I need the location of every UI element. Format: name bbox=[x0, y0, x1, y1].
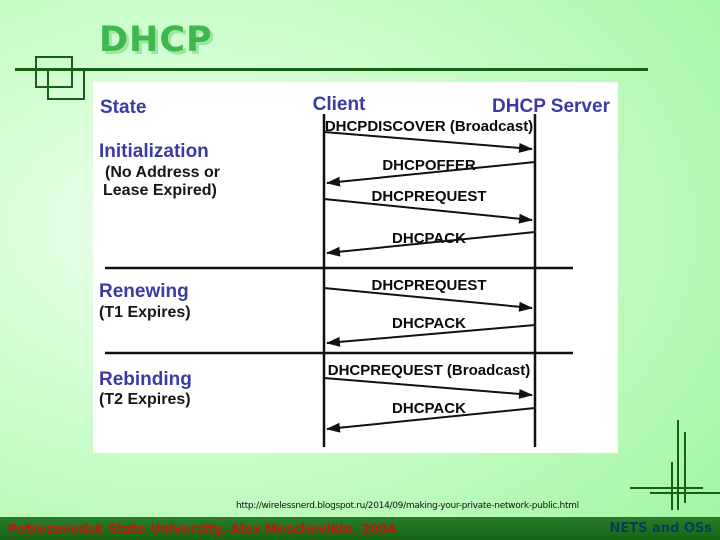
diagram-panel: State Client DHCP Server Initialization … bbox=[93, 82, 618, 453]
message-label: DHCPDISCOVER (Broadcast) bbox=[325, 118, 533, 135]
decorative-square-icon bbox=[35, 56, 73, 88]
column-header-server: DHCP Server bbox=[492, 96, 611, 117]
state-note-line: (No Address or bbox=[105, 164, 220, 181]
message-arrow-server-to-client bbox=[326, 407, 536, 433]
source-url-caption: http://wirelessnerd.blogspot.ru/2014/09/… bbox=[236, 501, 579, 511]
message-label: DHCPACK bbox=[392, 400, 466, 417]
title-underline bbox=[15, 68, 648, 71]
message-arrow-server-to-client bbox=[326, 324, 536, 347]
slide-title: DHCP bbox=[99, 20, 213, 60]
state-note-line: Lease Expired) bbox=[103, 182, 217, 199]
message-label: DHCPOFFER bbox=[382, 157, 476, 174]
message-label: DHCPREQUEST (Broadcast) bbox=[328, 362, 531, 379]
footer-university-credit: Petrozavodsk State University, Alex Mosc… bbox=[8, 521, 397, 536]
state-label: Rebinding bbox=[99, 369, 192, 390]
decorative-square-icon bbox=[47, 68, 85, 100]
message-label: DHCPREQUEST bbox=[371, 188, 486, 205]
message-label: DHCPACK bbox=[392, 230, 466, 247]
message-arrow-client-to-server bbox=[323, 287, 533, 312]
state-label: Renewing bbox=[99, 281, 189, 302]
state-label: Initialization bbox=[99, 141, 209, 162]
state-note-line: (T1 Expires) bbox=[99, 304, 191, 321]
message-arrow-server-to-client bbox=[326, 161, 536, 187]
column-header-state: State bbox=[100, 97, 146, 118]
state-note-line: (T2 Expires) bbox=[99, 391, 191, 408]
column-header-client: Client bbox=[313, 94, 366, 115]
message-arrow-client-to-server bbox=[323, 131, 533, 153]
message-arrow-client-to-server bbox=[323, 198, 533, 224]
message-arrow-server-to-client bbox=[326, 231, 536, 257]
dhcp-sequence-diagram: State Client DHCP Server Initialization … bbox=[99, 94, 611, 447]
footer-bar: Petrozavodsk State University, Alex Mosc… bbox=[0, 517, 720, 540]
decorative-crosshair-lines bbox=[630, 420, 720, 510]
footer-course-name: NETS and OSs bbox=[609, 521, 712, 536]
message-arrow-client-to-server bbox=[323, 377, 533, 399]
message-label: DHCPREQUEST bbox=[371, 277, 486, 294]
message-label: DHCPACK bbox=[392, 315, 466, 332]
